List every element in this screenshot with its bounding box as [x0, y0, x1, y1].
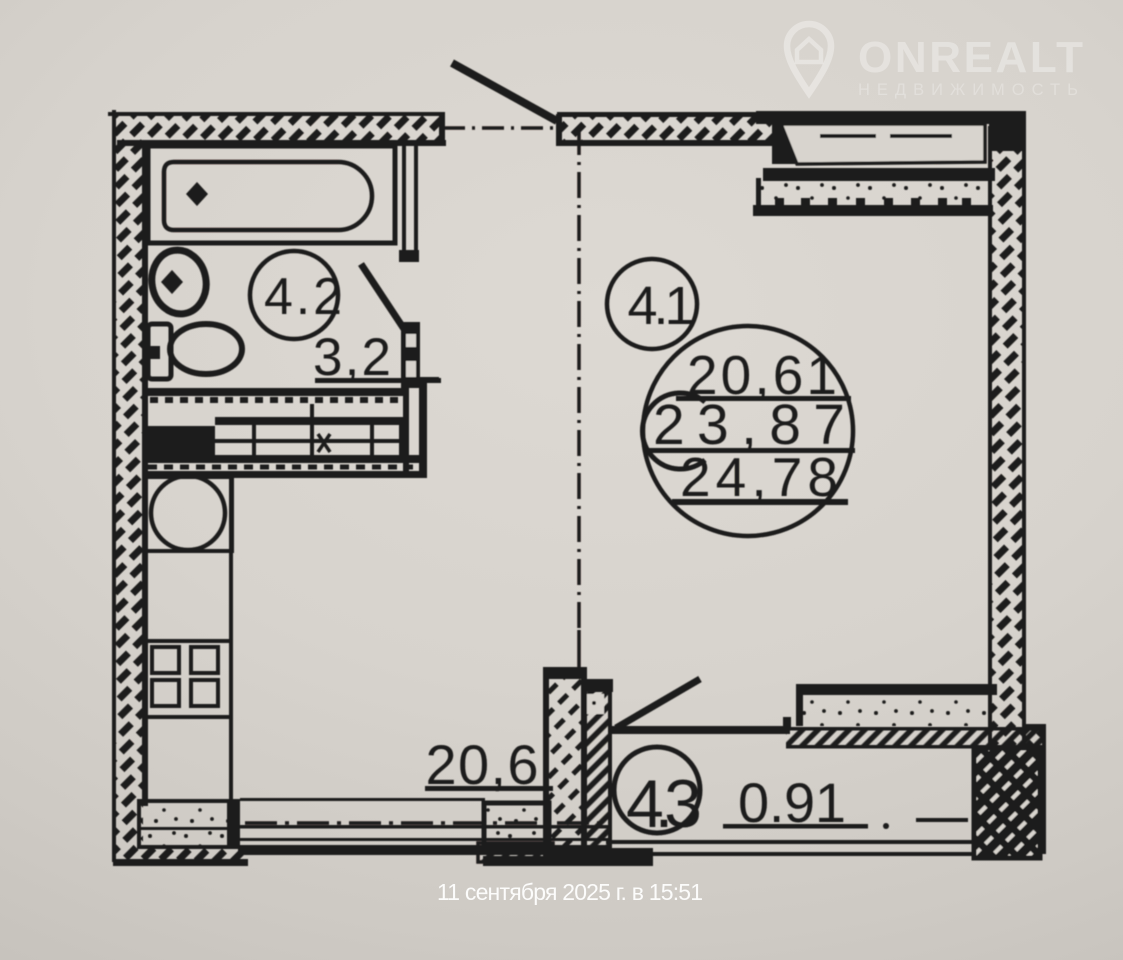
- svg-text:11 сентября 2025 г. в 15:51: 11 сентября 2025 г. в 15:51: [437, 879, 702, 905]
- svg-text:4.3: 4.3: [626, 766, 702, 842]
- svg-text:3,2: 3,2: [313, 328, 391, 387]
- svg-text:20,6: 20,6: [426, 733, 539, 796]
- svg-text:НЕДВИЖИМОСТЬ: НЕДВИЖИМОСТЬ: [858, 81, 1085, 99]
- svg-text:ONREALT: ONREALT: [858, 33, 1086, 82]
- svg-text:24,78: 24,78: [680, 446, 838, 508]
- svg-text:0.91: 0.91: [738, 771, 846, 834]
- svg-text:4.1: 4.1: [628, 276, 695, 336]
- svg-text:4.2: 4.2: [264, 268, 342, 326]
- svg-text:20,61: 20,61: [687, 344, 837, 406]
